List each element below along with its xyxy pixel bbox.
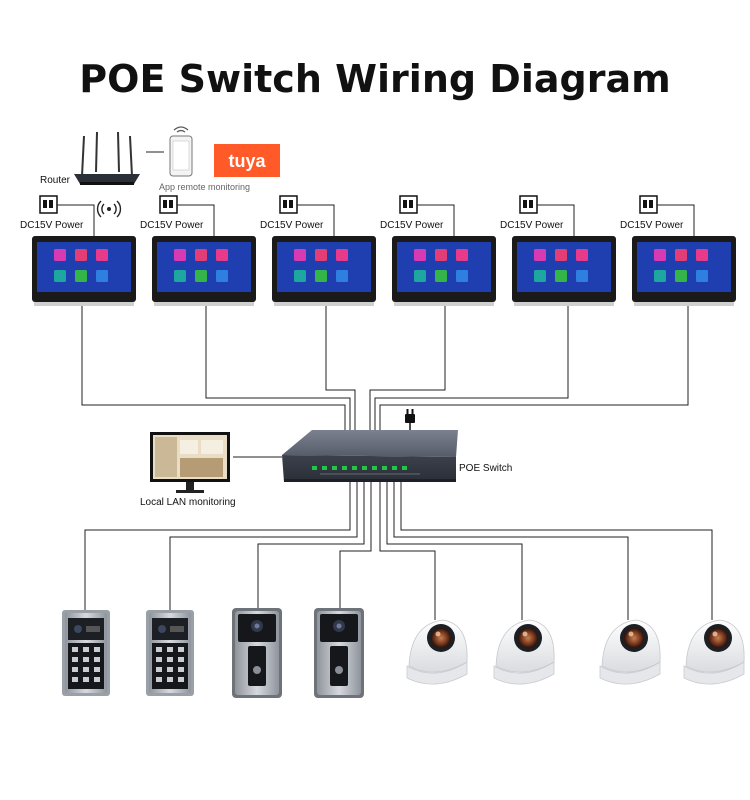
power-label: DC15V Power <box>140 220 204 231</box>
indoor-monitor <box>392 236 496 306</box>
status-led <box>342 466 347 470</box>
status-led <box>402 466 407 470</box>
router-label: Router <box>40 175 71 186</box>
status-led <box>392 466 397 470</box>
wifi-icon <box>96 200 122 218</box>
keypad-door-station <box>62 610 110 696</box>
router-icon <box>74 131 140 185</box>
status-led <box>362 466 367 470</box>
dome-camera <box>493 619 555 685</box>
monitor-wires <box>81 306 689 432</box>
indoor-monitor <box>32 236 136 306</box>
dome-camera <box>599 619 661 685</box>
power-outlet-icon <box>639 195 658 214</box>
lan-monitor-icon <box>150 432 230 493</box>
status-led <box>382 466 387 470</box>
page-title: POE Switch Wiring Diagram <box>79 57 670 101</box>
power-label: DC15V Power <box>500 220 564 231</box>
slim-door-station <box>232 608 282 698</box>
status-led <box>322 466 327 470</box>
lan-label: Local LAN monitoring <box>140 497 236 508</box>
indoor-monitor <box>272 236 376 306</box>
power-outlet-icon <box>399 195 418 214</box>
slim-door-station <box>314 608 364 698</box>
status-led <box>352 466 357 470</box>
indoor-monitor <box>512 236 616 306</box>
keypad-door-station <box>146 610 194 696</box>
power-outlet-icon <box>159 195 178 214</box>
power-outlet-icon <box>519 195 538 214</box>
device-wires <box>84 482 713 620</box>
tuya-logo: tuya <box>214 144 280 177</box>
status-led <box>372 466 377 470</box>
power-outlet-icon <box>279 195 298 214</box>
phone-icon <box>169 126 193 177</box>
switch-label: POE Switch <box>459 463 512 474</box>
power-label: DC15V Power <box>260 220 324 231</box>
indoor-monitor <box>632 236 736 306</box>
status-led <box>332 466 337 470</box>
power-label: DC15V Power <box>20 220 84 231</box>
power-plug-icon <box>405 409 415 432</box>
app-label: App remote monitoring <box>159 182 250 192</box>
dome-camera <box>406 619 468 685</box>
indoor-monitor <box>152 236 256 306</box>
power-label: DC15V Power <box>380 220 444 231</box>
svg-text:tuya: tuya <box>228 151 266 171</box>
status-led <box>312 466 317 470</box>
power-label: DC15V Power <box>620 220 684 231</box>
dome-camera <box>683 619 745 685</box>
power-outlet-icon <box>39 195 58 214</box>
poe-switch <box>282 430 458 482</box>
